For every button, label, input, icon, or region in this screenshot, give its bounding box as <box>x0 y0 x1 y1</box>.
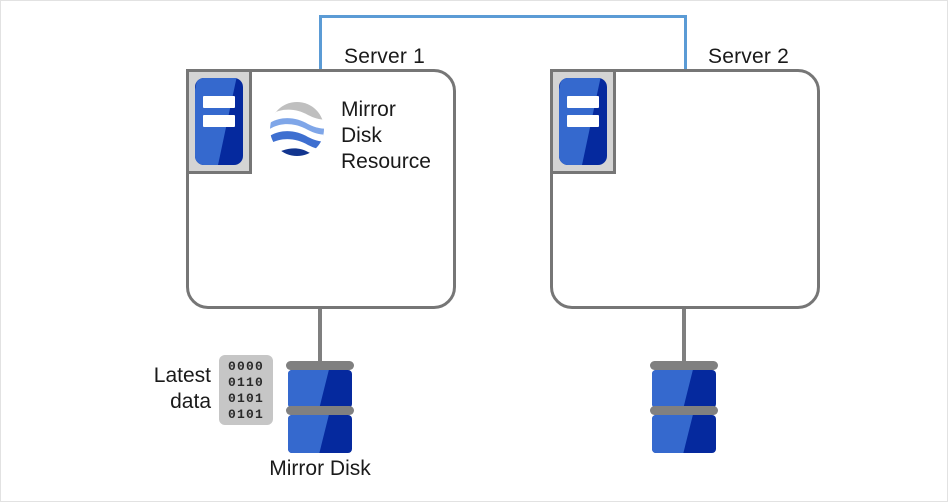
disk-block-lower <box>652 415 716 453</box>
disk-stack-icon <box>286 361 354 461</box>
server-1-label: Server 1 <box>344 45 425 68</box>
mirror-disk-resource-label-line-1: Mirror <box>341 98 396 121</box>
latest-data-label-line-2: data <box>170 390 211 413</box>
disk-block-highlight <box>288 370 331 408</box>
disk-platter-top <box>650 361 718 370</box>
mirror-disk-caption: Mirror Disk <box>269 457 371 480</box>
server-machine-body <box>559 78 607 165</box>
server-2-disk-connector <box>682 309 686 363</box>
binary-data-chip-icon: 0000 0110 0101 0101 <box>219 355 273 425</box>
server-2-label: Server 2 <box>708 45 789 68</box>
disk-stack-icon <box>650 361 718 461</box>
server-interconnect-left-drop <box>319 15 322 71</box>
disk-platter-top <box>286 361 354 370</box>
binary-row: 0101 <box>227 406 264 422</box>
server-1-disk-connector <box>318 309 322 363</box>
binary-row: 0110 <box>227 374 264 390</box>
server-machine-slot-bottom <box>203 115 235 127</box>
disk-block-upper <box>288 370 352 408</box>
server-machine-slot-top <box>203 96 235 108</box>
server-interconnect-top-line <box>319 15 687 18</box>
binary-row: 0000 <box>227 358 264 374</box>
disk-platter-middle <box>650 406 718 415</box>
mirror-disk-resource-label-line-3: Resource <box>341 150 431 173</box>
disk-platter-middle <box>286 406 354 415</box>
server-machine-icon <box>186 69 252 174</box>
disk-block-highlight <box>288 415 331 453</box>
disk-block-lower <box>288 415 352 453</box>
latest-data-label-line-1: Latest <box>153 364 211 387</box>
disk-block-highlight <box>652 370 695 408</box>
disk-block-highlight <box>652 415 695 453</box>
server-machine-body <box>195 78 243 165</box>
server-machine-slot-bottom <box>567 115 599 127</box>
server-interconnect-right-drop <box>684 15 687 71</box>
latest-data-label: Latest data <box>129 363 211 415</box>
mirror-disk-resource-globe-icon <box>270 102 324 156</box>
disk-block-upper <box>652 370 716 408</box>
server-2-box[interactable] <box>550 69 820 309</box>
server-machine-icon <box>550 69 616 174</box>
binary-row: 0101 <box>227 390 264 406</box>
mirror-disk-resource-label: Mirror Disk Resource <box>341 97 431 175</box>
server-machine-slot-top <box>567 96 599 108</box>
mirror-disk-resource-label-line-2: Disk <box>341 124 382 147</box>
